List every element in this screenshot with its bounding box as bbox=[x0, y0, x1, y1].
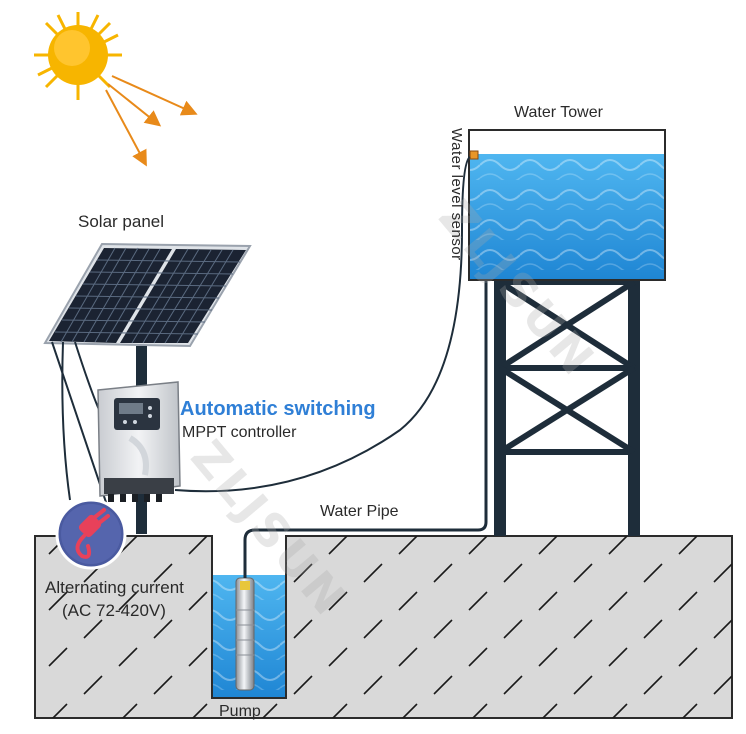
pump-label: Pump bbox=[219, 703, 261, 720]
mppt-controller-icon bbox=[97, 381, 181, 502]
sun-ray-arrows bbox=[105, 75, 198, 167]
automatic-switching-label: Automatic switching bbox=[180, 398, 376, 420]
water-level-sensor-label: Water level sensor bbox=[448, 128, 465, 261]
solar-panel-label: Solar panel bbox=[78, 212, 165, 231]
solar-panel-icon bbox=[43, 242, 252, 348]
water-pipe-label: Water Pipe bbox=[320, 503, 399, 520]
mppt-controller-label: MPPT controller bbox=[182, 424, 297, 441]
water-level-sensor-icon bbox=[469, 150, 479, 160]
water-pipe-line bbox=[243, 273, 494, 578]
submersible-pump-icon bbox=[235, 577, 255, 691]
alternating-current-label: Alternating current bbox=[45, 578, 184, 597]
water-tower-structure bbox=[494, 276, 640, 536]
water-tower-label: Water Tower bbox=[514, 104, 603, 121]
sun-icon bbox=[34, 12, 122, 100]
ground bbox=[34, 535, 733, 719]
ac-voltage-label: (AC 72-420V) bbox=[62, 601, 166, 620]
water-tower-tank bbox=[468, 129, 666, 281]
power-plug-icon bbox=[55, 498, 127, 570]
